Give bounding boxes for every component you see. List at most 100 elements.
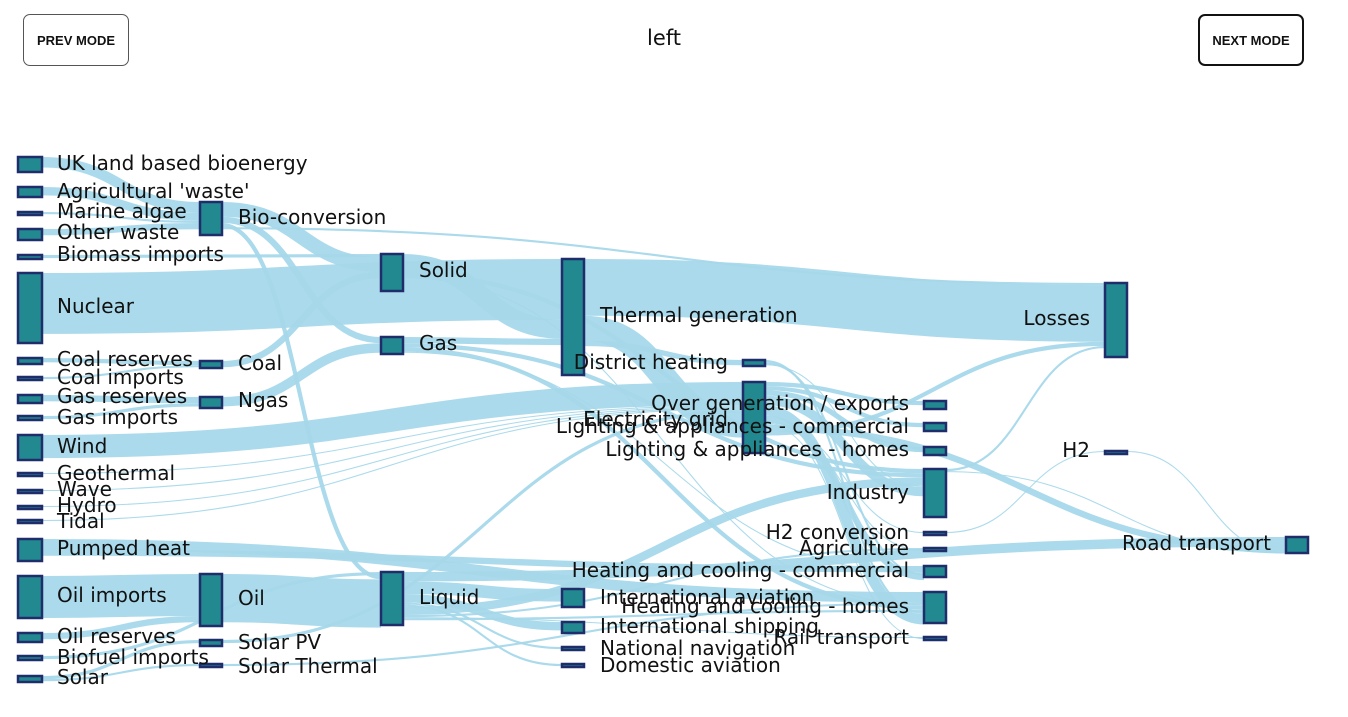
next-mode-button[interactable]: NEXT MODE [1198,14,1304,66]
link-electricity_grid-to-losses[interactable] [764,341,1106,436]
link-solid-to-heat_homes[interactable] [402,277,925,606]
link-bio_conversion-to-liquid[interactable] [221,223,382,580]
link-district_heating-to-heat_comm[interactable] [764,362,925,576]
node-wind[interactable] [16,433,44,462]
link-thermal_gen-to-electricity_grid[interactable] [583,315,744,438]
node-biofuel-imports[interactable] [16,654,44,662]
node-heat-comm[interactable] [922,564,948,579]
node-coal-reserves[interactable] [16,356,44,366]
node-light-homes[interactable] [922,445,948,457]
link-uk_bio-to-bio_conversion[interactable] [41,157,201,213]
link-electricity_grid-to-over_gen[interactable] [764,382,925,406]
link-gas_reserves-to-ngas[interactable] [41,395,201,404]
node-agri-waste[interactable] [16,185,44,199]
node-marine-algae[interactable] [16,210,44,217]
node-oil[interactable] [198,572,224,628]
node-light-comm[interactable] [922,421,948,433]
link-thermal_gen-to-district_heating[interactable] [583,340,744,366]
link-coal-to-solid[interactable] [221,271,382,368]
node-biomass-imports[interactable] [16,253,44,261]
node-losses[interactable] [1103,281,1129,359]
node-liquid[interactable] [379,570,405,627]
link-coal_reserves-to-coal[interactable] [41,358,201,366]
node-wave[interactable] [16,488,44,495]
node-agriculture[interactable] [922,546,948,553]
link-liquid-to-heat_homes[interactable] [402,609,925,621]
link-thermal_gen-to-losses[interactable] [583,259,1106,342]
link-oil_reserves-to-oil[interactable] [41,616,201,640]
link-solar_pv-to-electricity_grid[interactable] [221,409,744,644]
link-bio_conversion-to-gas[interactable] [221,216,382,344]
node-gas[interactable] [379,335,405,356]
link-other_waste-to-bio_conversion[interactable] [41,223,201,236]
node-coal-imports[interactable] [16,375,44,382]
link-tidal-to-electricity_grid[interactable] [41,408,744,522]
link-liquid-to-intl_shipping[interactable] [402,594,563,631]
link-solid-to-thermal_gen[interactable] [402,254,563,339]
link-electricity_grid-to-rail[interactable] [764,424,925,640]
node-electricity-grid[interactable] [741,380,767,455]
link-liquid-to-agriculture[interactable] [402,548,925,618]
link-hydro-to-electricity_grid[interactable] [41,407,744,508]
node-oil-reserves[interactable] [16,631,44,644]
link-wind-to-electricity_grid[interactable] [41,382,744,459]
node-dom-aviation[interactable] [560,662,586,669]
link-agri_waste-to-bio_conversion[interactable] [41,187,201,221]
node-industry[interactable] [922,467,948,519]
link-industry-to-losses[interactable] [945,346,1106,472]
node-natl-navigation[interactable] [560,645,586,652]
link-electricity_grid-to-light_homes[interactable] [764,390,925,453]
link-liquid-to-road_transport[interactable] [402,537,1287,582]
link-electricity_grid-to-light_comm[interactable] [764,386,925,428]
node-heat-homes[interactable] [922,590,948,625]
link-gas-to-heat_homes[interactable] [402,347,925,610]
node-other-waste[interactable] [16,227,44,242]
node-thermal-gen[interactable] [560,257,586,377]
link-liquid-to-natl_navigation[interactable] [402,602,563,650]
node-h2[interactable] [1103,449,1129,456]
node-gas-reserves[interactable] [16,393,44,405]
node-intl-aviation[interactable] [560,587,586,609]
node-over-gen[interactable] [922,399,948,411]
node-road-transport[interactable] [1284,535,1310,555]
node-coal[interactable] [198,359,224,370]
node-pumped-heat[interactable] [16,537,44,563]
link-solar-to-solar_pv[interactable] [41,640,201,680]
link-marine_algae-to-bio_conversion[interactable] [41,212,201,223]
link-bio_conversion-to-solid[interactable] [221,202,382,272]
link-coal_imports-to-coal[interactable] [41,365,201,380]
link-geothermal-to-electricity_grid[interactable] [41,405,744,475]
node-bio-conversion[interactable] [198,200,224,237]
link-oil_imports-to-oil[interactable] [41,574,201,618]
node-oil-imports[interactable] [16,574,44,620]
node-district-heating[interactable] [741,358,767,368]
node-uk-bio[interactable] [16,155,44,174]
node-geothermal[interactable] [16,471,44,478]
link-h2-to-road_transport[interactable] [1126,451,1287,554]
node-h2-conversion[interactable] [922,530,948,537]
node-ngas[interactable] [198,395,224,410]
node-rail[interactable] [922,635,948,642]
link-oil-to-liquid[interactable] [221,574,382,628]
link-pumped_heat-to-heat_homes[interactable] [41,539,925,603]
prev-mode-button[interactable]: PREV MODE [23,14,129,66]
link-h2_conversion-to-h2[interactable] [945,451,1106,534]
link-solar_thermal-to-heat_homes[interactable] [221,602,925,667]
link-industry-to-road_transport[interactable] [945,471,1287,554]
node-solar-pv[interactable] [198,638,224,648]
node-solar[interactable] [16,674,44,684]
link-wave-to-electricity_grid[interactable] [41,406,744,492]
node-intl-shipping[interactable] [560,620,586,635]
node-nuclear[interactable] [16,271,44,345]
node-hydro[interactable] [16,504,44,511]
link-gas-to-thermal_gen[interactable] [402,337,563,346]
link-electricity_grid-to-industry[interactable] [764,395,925,497]
node-solar-thermal[interactable] [198,662,224,669]
link-electricity_grid-to-road_transport[interactable] [764,425,1287,553]
link-ngas-to-gas[interactable] [221,343,382,407]
link-gas_imports-to-ngas[interactable] [41,403,201,420]
link-electricity_grid-to-heat_homes[interactable] [764,405,925,625]
node-solid[interactable] [379,252,405,293]
link-solar-to-solar_thermal[interactable] [41,664,201,682]
node-gas-imports[interactable] [16,414,44,422]
